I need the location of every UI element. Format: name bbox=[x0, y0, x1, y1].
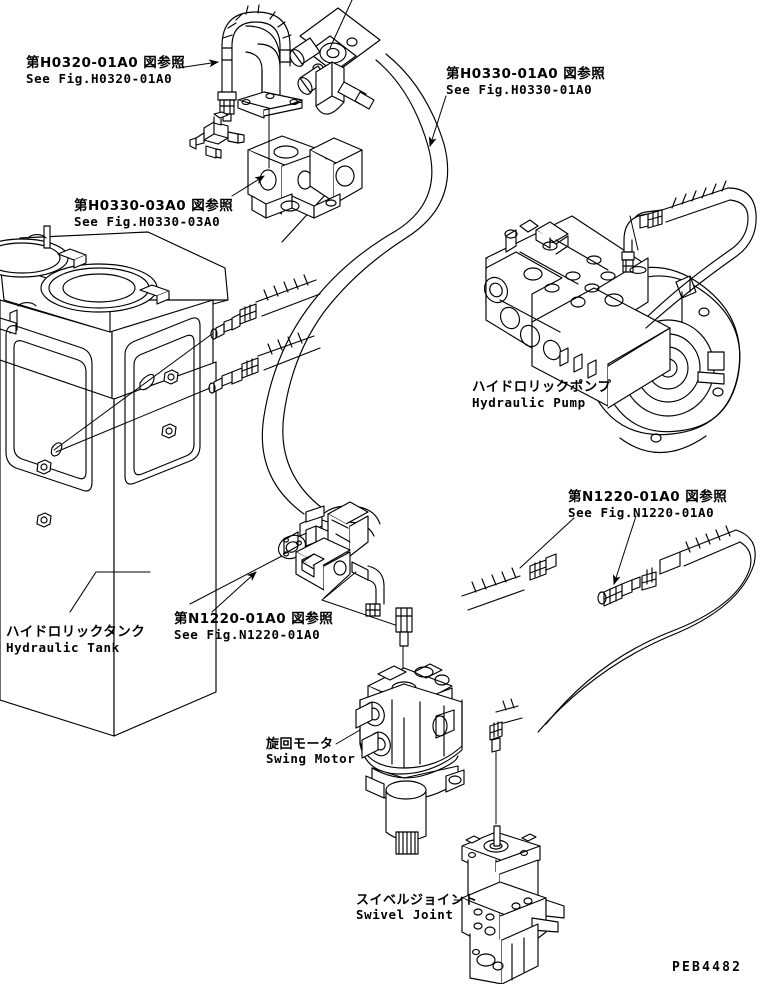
label-jp: ハイドロリックタンク bbox=[6, 624, 146, 640]
label-ref-h0320-01a0: 第H0320-01A0 図参照 See Fig.H0320-01A0 bbox=[26, 55, 186, 87]
label-en: See Fig.N1220-01A0 bbox=[568, 504, 715, 520]
label-swivel-joint: スイベルジョイント Swivel Joint bbox=[356, 893, 478, 923]
label-jp: ハイドロリックポンプ bbox=[472, 379, 612, 395]
hose-motor-to-joint bbox=[461, 515, 756, 733]
label-en: Hydraulic Pump bbox=[472, 394, 586, 410]
label-en: Swivel Joint bbox=[356, 907, 454, 923]
label-ref-h0330-03a0: 第H0330-03A0 図参照 See Fig.H0330-03A0 bbox=[74, 198, 234, 230]
label-en: See Fig.H0330-03A0 bbox=[74, 213, 221, 229]
swivel-joint-body bbox=[453, 825, 565, 984]
label-jp: 第H0330-03A0 図参照 bbox=[74, 198, 234, 214]
label-ref-h0330-01a0: 第H0330-01A0 図参照 See Fig.H0330-01A0 bbox=[446, 66, 606, 98]
hydraulic-pump-body bbox=[483, 215, 741, 454]
leader-hydraulic-tank bbox=[69, 571, 151, 613]
label-swing-motor: 旋回モータ Swing Motor bbox=[266, 737, 355, 767]
reference-leaders bbox=[177, 0, 639, 251]
label-en: See Fig.N1220-01A0 bbox=[174, 626, 321, 642]
upper-manifold bbox=[289, 7, 381, 115]
label-en: See Fig.H0330-01A0 bbox=[446, 81, 593, 97]
upper-hose-u bbox=[221, 4, 292, 93]
label-hydraulic-tank: ハイドロリックタンク Hydraulic Tank bbox=[6, 624, 146, 656]
hose-to-swivel-joint bbox=[489, 698, 523, 825]
label-ref-n1220-01a0-left: 第N1220-01A0 図参照 See Fig.N1220-01A0 bbox=[174, 611, 334, 643]
swing-motor-body bbox=[335, 663, 465, 855]
label-en: See Fig.H0320-01A0 bbox=[26, 70, 173, 86]
label-jp: 第H0320-01A0 図参照 bbox=[26, 55, 186, 71]
label-jp: 第N1220-01A0 図参照 bbox=[568, 489, 728, 505]
lower-left-fitting-assembly bbox=[189, 501, 405, 629]
label-jp: 第N1220-01A0 図参照 bbox=[174, 611, 334, 627]
label-jp: 第H0330-01A0 図参照 bbox=[446, 66, 606, 82]
label-jp: スイベルジョイント bbox=[356, 893, 478, 908]
hydraulic-tank-body bbox=[0, 225, 229, 737]
label-en: Swing Motor bbox=[266, 751, 356, 767]
flange-pipe bbox=[237, 25, 303, 119]
control-valve-block bbox=[247, 109, 363, 243]
tee-fitting bbox=[189, 111, 245, 159]
label-en: Hydraulic Tank bbox=[6, 639, 120, 655]
hose-pump-to-joint bbox=[639, 180, 757, 329]
label-ref-n1220-01a0-right: 第N1220-01A0 図参照 See Fig.N1220-01A0 bbox=[568, 489, 728, 521]
swing-motor-top-nipple bbox=[395, 607, 413, 691]
label-jp: 旋回モータ bbox=[266, 737, 334, 752]
hose-upper-to-pump bbox=[261, 53, 449, 515]
hose-tank-to-pump bbox=[53, 274, 321, 453]
label-hydraulic-pump: ハイドロリックポンプ Hydraulic Pump bbox=[472, 379, 612, 411]
drawing-number: PEB4482 bbox=[672, 960, 743, 975]
